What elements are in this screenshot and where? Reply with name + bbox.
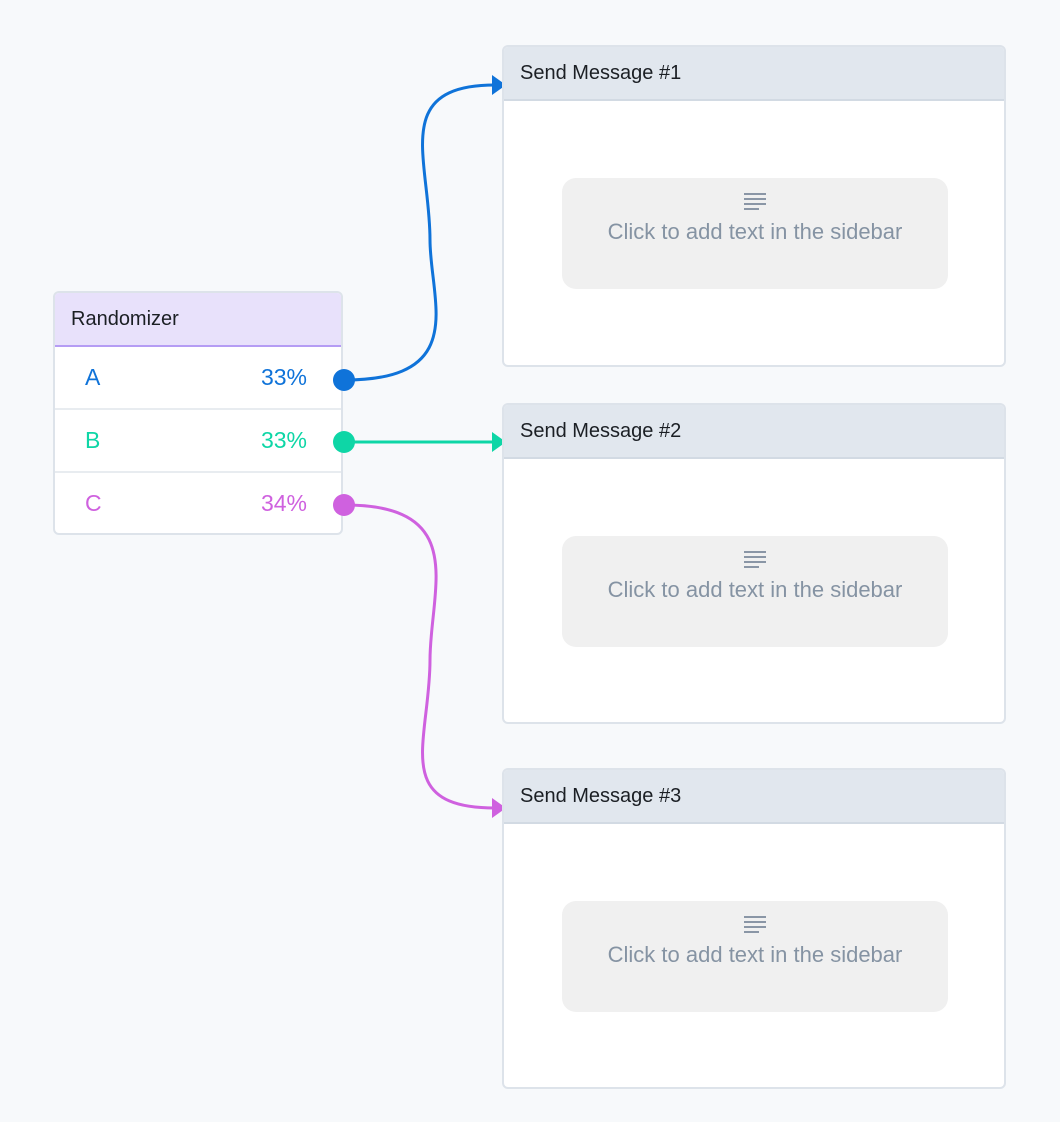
connector-a-to-message-1[interactable] bbox=[344, 83, 496, 382]
send-message-node-1[interactable]: Send Message #1 Click to add text in the… bbox=[502, 45, 1006, 367]
connector-dot-c[interactable] bbox=[333, 494, 355, 516]
variant-row-a[interactable]: A 33% bbox=[55, 347, 341, 410]
connector-c-to-message-3[interactable] bbox=[344, 503, 496, 810]
randomizer-node[interactable]: Randomizer A 33% B 33% C 34% bbox=[53, 291, 343, 535]
text-lines-icon bbox=[744, 916, 766, 933]
message-title: Send Message #2 bbox=[520, 419, 682, 442]
variant-row-b[interactable]: B 33% bbox=[55, 410, 341, 473]
variant-label: A bbox=[85, 364, 101, 390]
message-title: Send Message #3 bbox=[520, 784, 682, 807]
variant-percent[interactable]: 33% bbox=[260, 427, 307, 453]
randomizer-title: Randomizer bbox=[71, 307, 179, 330]
variant-label: C bbox=[85, 489, 102, 516]
placeholder-text: Click to add text in the sidebar bbox=[607, 577, 903, 602]
connector-dot-b[interactable] bbox=[333, 431, 355, 453]
message-header[interactable]: Send Message #2 bbox=[504, 405, 1004, 459]
connector-dot-a[interactable] bbox=[333, 369, 355, 391]
message-title: Send Message #1 bbox=[520, 61, 682, 84]
add-text-placeholder[interactable]: Click to add text in the sidebar bbox=[562, 536, 948, 647]
variant-label: B bbox=[85, 427, 101, 453]
variant-percent[interactable]: 34% bbox=[260, 489, 307, 516]
variant-percent[interactable]: 33% bbox=[260, 364, 307, 390]
add-text-placeholder[interactable]: Click to add text in the sidebar bbox=[562, 178, 948, 289]
text-lines-icon bbox=[744, 551, 766, 568]
text-lines-icon bbox=[744, 193, 766, 210]
placeholder-text: Click to add text in the sidebar bbox=[607, 942, 903, 967]
add-text-placeholder[interactable]: Click to add text in the sidebar bbox=[562, 901, 948, 1012]
message-header[interactable]: Send Message #3 bbox=[504, 770, 1004, 824]
variant-row-c[interactable]: C 34% bbox=[55, 473, 341, 533]
randomizer-header[interactable]: Randomizer bbox=[55, 293, 341, 347]
send-message-node-2[interactable]: Send Message #2 Click to add text in the… bbox=[502, 403, 1006, 724]
send-message-node-3[interactable]: Send Message #3 Click to add text in the… bbox=[502, 768, 1006, 1089]
placeholder-text: Click to add text in the sidebar bbox=[607, 219, 903, 244]
message-header[interactable]: Send Message #1 bbox=[504, 47, 1004, 101]
